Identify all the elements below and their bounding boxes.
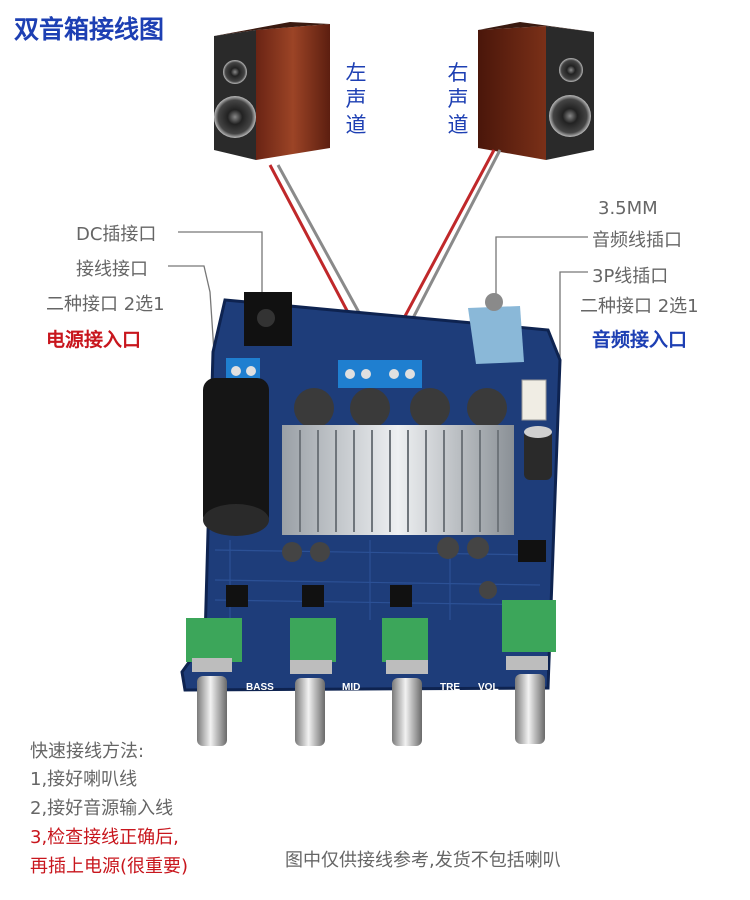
woofer-icon [214, 96, 256, 138]
power-input-label: 电源接入口 [46, 329, 142, 351]
tweeter-icon [223, 60, 247, 84]
heatsink [282, 425, 514, 535]
dc-jack-label: DC插接口 [76, 224, 157, 245]
right-channel-label: 右声道 [447, 61, 469, 137]
left-speaker [214, 22, 330, 160]
instruction-step-2: 2,接好音源输入线 [30, 798, 174, 819]
audio-3p-connector [521, 379, 547, 421]
board-label-bass: BASS [246, 682, 274, 693]
board-label-tre: TRE [440, 682, 460, 693]
woofer-icon [549, 95, 591, 137]
inductors [294, 388, 507, 428]
board-label-mid: MID [342, 682, 360, 693]
knob-mid[interactable] [295, 678, 325, 746]
instructions-heading: 快速接线方法: [30, 741, 145, 762]
amplifier-board [180, 292, 562, 692]
audio-choice-label: 二种接口 2选1 [580, 296, 699, 317]
board-label-vol: VOL [478, 682, 499, 693]
jack-size-label: 3.5MM [598, 198, 658, 219]
leader-lines [168, 231, 588, 372]
audio-jack-3-5mm [468, 306, 524, 364]
knob-volume[interactable] [515, 674, 545, 744]
power-choice-label: 二种接口 2选1 [46, 294, 165, 315]
knob-bass[interactable] [197, 676, 227, 746]
tweeter-icon [559, 58, 583, 82]
terminal-label: 接线接口 [76, 259, 148, 280]
instruction-step-3: 3,检查接线正确后, [30, 827, 179, 848]
left-channel-label: 左声道 [345, 61, 367, 137]
capacitor [524, 430, 552, 480]
audio-input-label: 音频接入口 [592, 329, 688, 351]
right-speaker [478, 22, 594, 160]
instruction-step-3-cont: 再插上电源(很重要) [30, 856, 189, 877]
page-title: 双音箱接线图 [14, 15, 165, 44]
capacitor [203, 378, 269, 528]
disclaimer-note: 图中仅供接线参考,发货不包括喇叭 [285, 850, 561, 871]
knob-treble[interactable] [392, 678, 422, 746]
audio-3p-label: 3P线插口 [592, 266, 669, 287]
potentiometers [186, 600, 556, 662]
audio-jack-label: 音频线插口 [592, 230, 682, 251]
instruction-step-1: 1,接好喇叭线 [30, 769, 138, 790]
